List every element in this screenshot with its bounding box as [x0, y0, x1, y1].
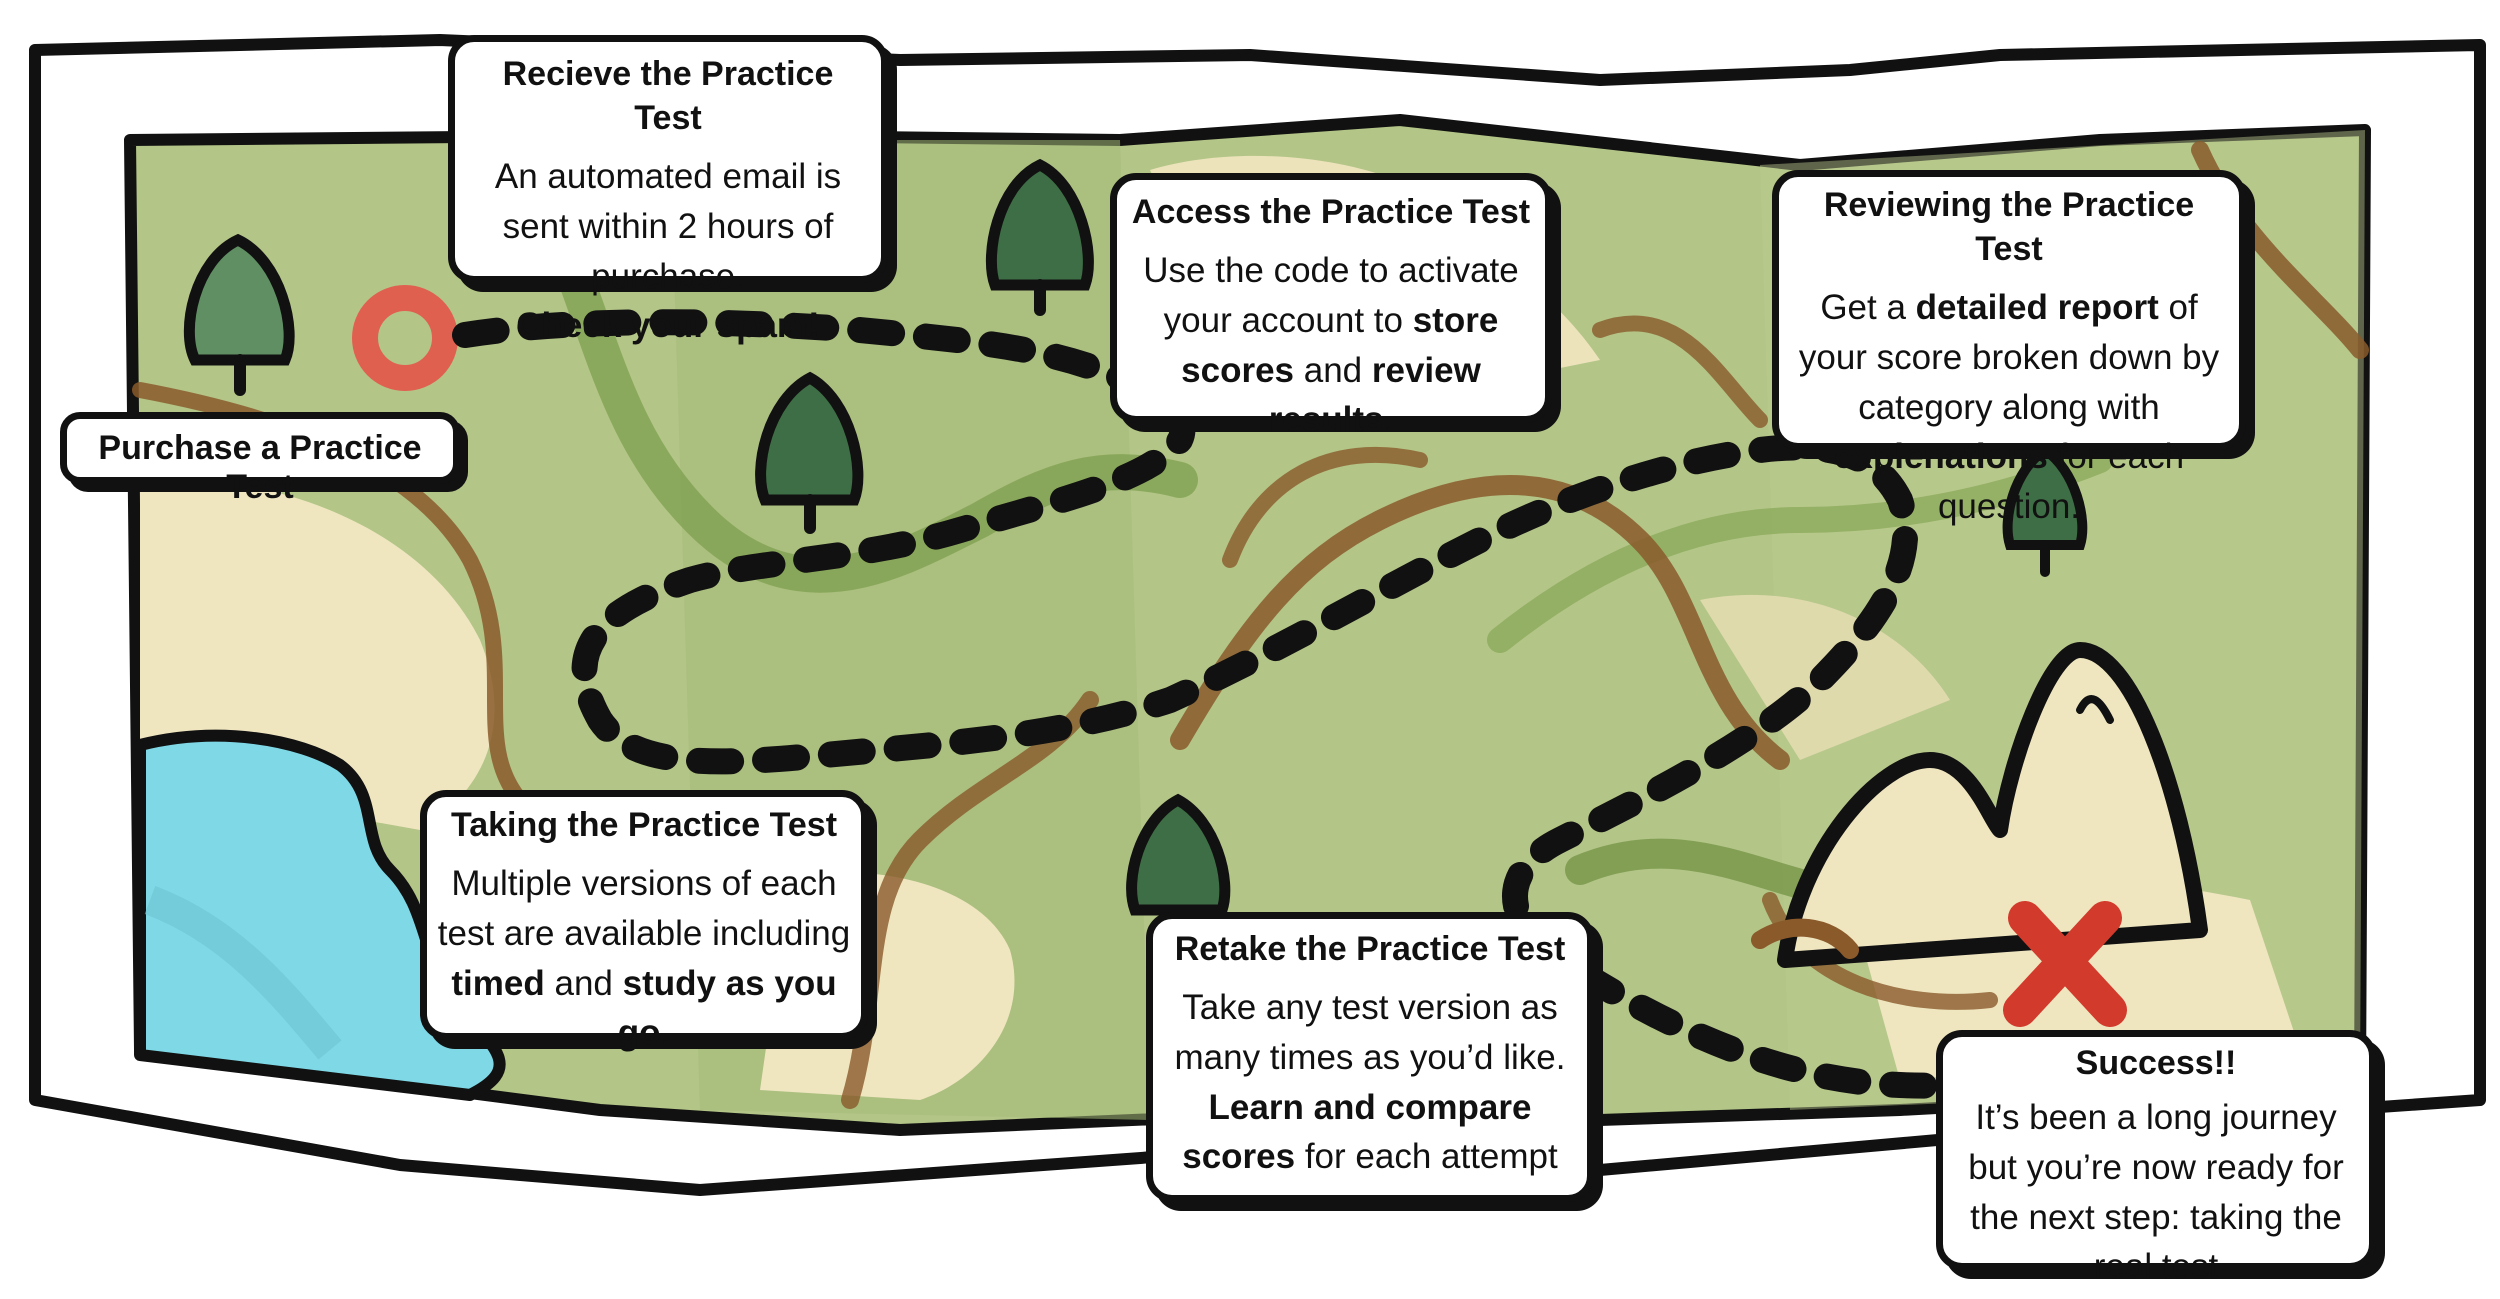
step-purchase: Purchase a Practice Test — [60, 412, 460, 506]
step-receive-emphasis: Check your spam! — [516, 306, 820, 346]
step-access-title: Access the Practice Test — [1131, 193, 1531, 231]
start-ring-icon — [352, 285, 458, 391]
step-retake-text-2: for each attempt — [1295, 1137, 1558, 1177]
step-review-emphasis-1: detailed report — [1915, 288, 2159, 328]
step-taking-text-2: and — [544, 963, 623, 1003]
step-taking-text-3: . — [660, 1013, 671, 1053]
step-access-body: Use the code to activate your account to… — [1125, 246, 1537, 445]
step-taking-emphasis-2: study as you go — [617, 963, 837, 1053]
step-review-text-1: Get a — [1820, 288, 1916, 328]
step-receive-text: An automated email is sent within 2 hour… — [494, 157, 842, 296]
mountain-icon — [1751, 642, 2208, 968]
step-success-title: Success!! — [2075, 1044, 2237, 1082]
step-review-emphasis-2: explenations — [1833, 437, 2048, 477]
step-retake-title: Retake the Practice Test — [1174, 930, 1566, 968]
step-review: Reviewing the Practice Test Get a detail… — [1772, 170, 2246, 526]
tree-icon — [1126, 793, 1231, 916]
step-taking-body: Multiple versions of each test are avail… — [431, 859, 857, 1058]
step-review-title: Reviewing the Practice Test — [1823, 186, 2195, 269]
step-access-emphasis-1: store scores — [1181, 300, 1499, 390]
tree-icon — [755, 371, 864, 534]
tree-icon — [2002, 444, 2088, 577]
step-access-text-3: . — [1383, 400, 1394, 440]
tree-icon — [985, 158, 1094, 316]
step-access-text-2: and — [1294, 350, 1372, 390]
step-review-text-3: for each question. — [1937, 437, 2185, 527]
step-success-body: It’s been a long journey but you’re now … — [1951, 1093, 2361, 1292]
step-access: Access the Practice Test Use the code to… — [1110, 173, 1552, 439]
step-access-text-1: Use the code to activate your account to — [1143, 251, 1519, 340]
step-review-text-2: of your score broken down by category al… — [1798, 288, 2220, 427]
step-receive-title: Recieve the Practice Test — [502, 55, 834, 138]
step-taking: Taking the Practice Test Multiple versio… — [420, 790, 868, 1052]
step-review-body: Get a detailed report of your score brok… — [1787, 283, 2231, 531]
step-retake-emphasis-1: Learn and compare scores — [1182, 1087, 1532, 1177]
step-purchase-title: Purchase a Practice Test — [98, 429, 422, 506]
step-taking-text-1: Multiple versions of each test are avail… — [437, 864, 851, 953]
step-retake-body: Take any test version as many times as y… — [1163, 983, 1577, 1182]
step-retake-text-1: Take any test version as many times as y… — [1174, 988, 1566, 1077]
step-access-emphasis-2: review results — [1268, 350, 1481, 440]
step-success-text: It’s been a long journey but you’re now … — [1968, 1098, 2344, 1287]
step-taking-emphasis-1: timed — [451, 963, 545, 1003]
step-retake: Retake the Practice Test Take any test v… — [1146, 912, 1594, 1202]
step-receive-body: An automated email is sent within 2 hour… — [469, 152, 867, 351]
tree-icon — [183, 233, 295, 396]
treasure-x-icon — [2003, 901, 2127, 1027]
step-receive: Recieve the Practice Test An automated e… — [448, 35, 888, 345]
step-success: Success!! It’s been a long journey but y… — [1936, 1030, 2376, 1286]
lake — [134, 729, 506, 1101]
step-taking-title: Taking the Practice Test — [450, 806, 838, 844]
